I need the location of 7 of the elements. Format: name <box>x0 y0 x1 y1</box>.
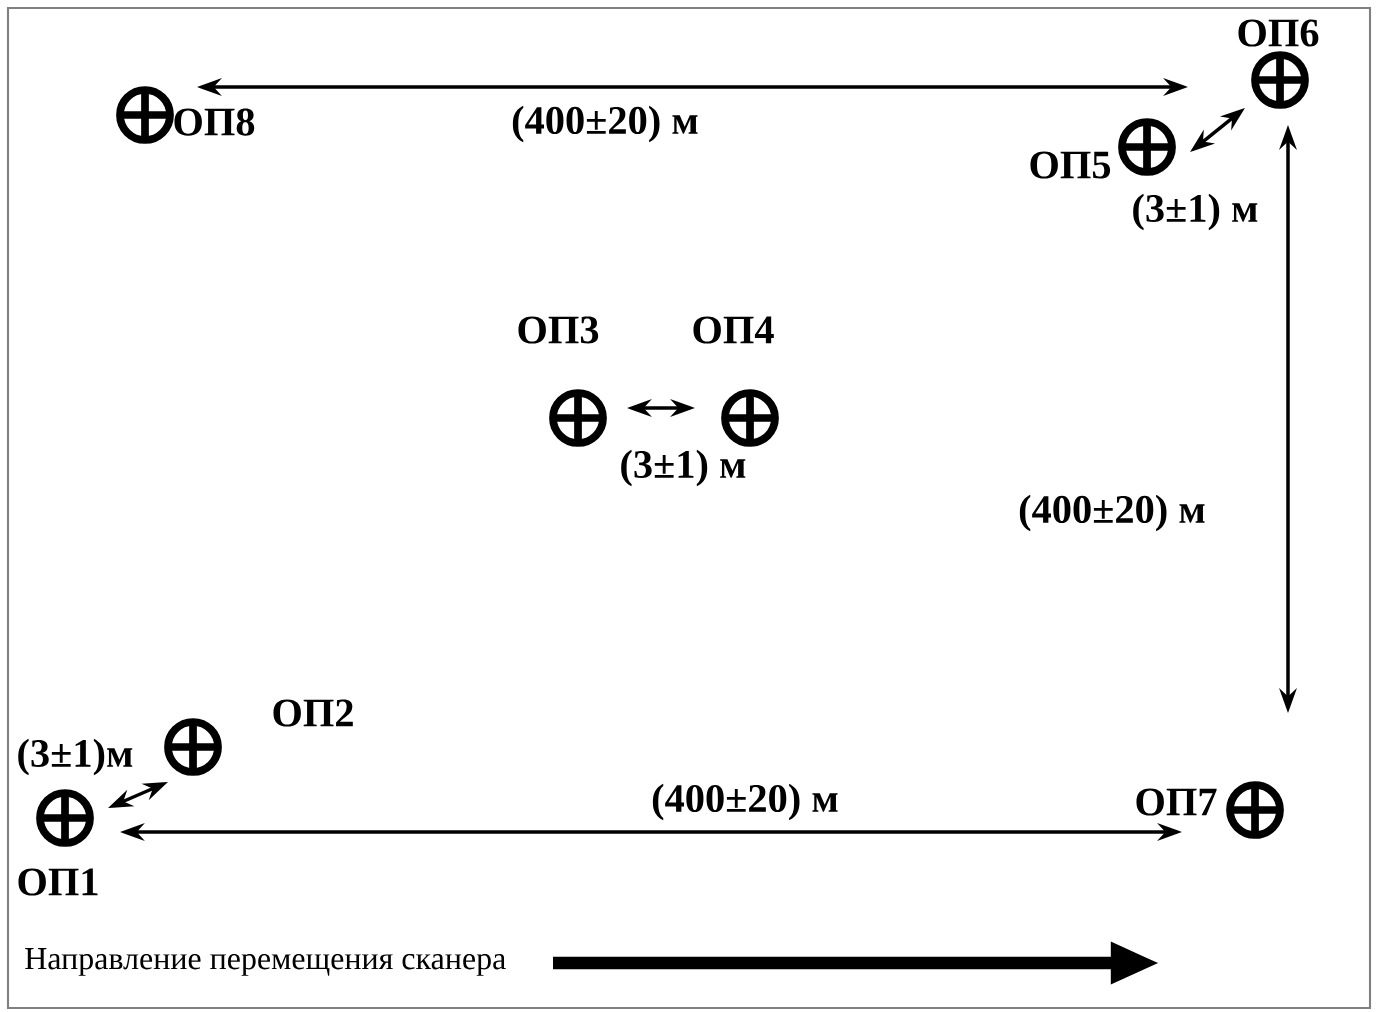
dimension-label: (400±20) м <box>652 783 838 821</box>
dimension-label: (400±20) м <box>1019 494 1205 532</box>
dimension-label: (3±1) м <box>621 449 746 487</box>
dimension-label: (400±20) м <box>512 105 698 143</box>
caption-text: Направление перемещения сканера <box>25 948 506 976</box>
dimension-label: (3±1)м <box>18 738 133 776</box>
dimension-label: (3±1) м <box>1133 193 1258 231</box>
